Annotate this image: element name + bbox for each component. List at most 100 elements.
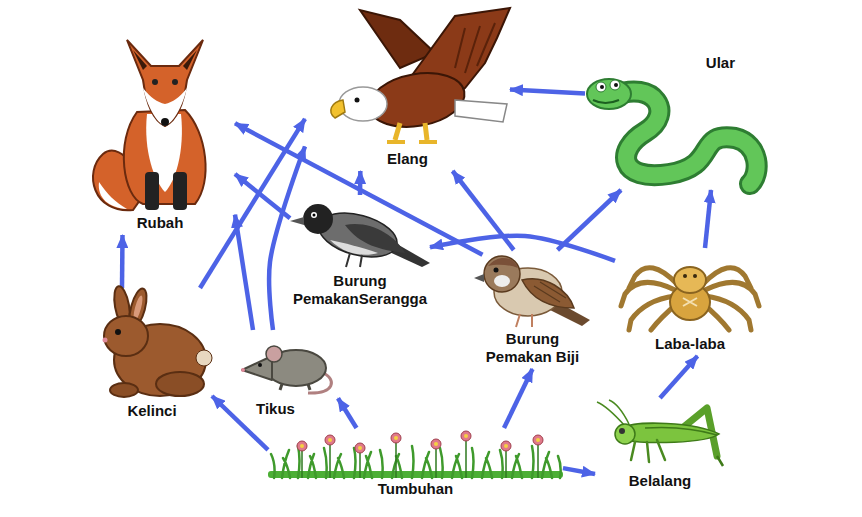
snake-picture — [600, 85, 604, 89]
snake-picture — [613, 91, 757, 184]
food-web-node: Tumbuhan — [268, 428, 563, 501]
plants-picture — [297, 441, 307, 451]
food-arrow — [235, 123, 483, 254]
food-web-node: Rubah — [85, 32, 235, 235]
food-web-node: Burung Pemakan Biji — [470, 250, 595, 369]
spider-picture — [693, 274, 697, 278]
eagle-picture — [360, 10, 435, 68]
rabbit-picture — [104, 316, 148, 356]
fox-picture — [161, 118, 169, 126]
fox-picture — [172, 79, 178, 85]
food-arrow — [705, 190, 711, 248]
rat-picture — [280, 384, 310, 390]
plants-picture — [504, 444, 508, 448]
food-arrow — [660, 356, 698, 398]
fox-picture — [173, 172, 187, 210]
rat-picture — [266, 350, 326, 386]
food-web-node: Kelinci — [92, 288, 212, 423]
fox-picture — [99, 182, 127, 209]
fox-picture — [145, 172, 159, 210]
plants-picture — [300, 434, 540, 450]
plants-picture — [355, 443, 365, 453]
food-web-node: Laba-laba — [615, 248, 765, 356]
organism-label: Belalang — [595, 470, 725, 493]
food-arrow — [235, 215, 253, 330]
fox-picture — [124, 110, 206, 204]
eagle-picture — [331, 100, 345, 118]
fox-picture — [143, 88, 187, 126]
food-web-node: Belalang — [595, 398, 725, 493]
eagle-picture — [410, 8, 510, 108]
grasshopper-picture — [717, 456, 723, 466]
spider-picture — [621, 267, 759, 330]
fox-picture — [183, 50, 197, 70]
rabbit-picture — [103, 285, 213, 397]
plants-picture — [394, 436, 398, 440]
eagle-picture — [387, 140, 437, 144]
rabbit-picture — [114, 324, 206, 396]
rabbit-picture — [112, 285, 133, 327]
plants-picture — [297, 431, 543, 453]
spider-picture — [683, 274, 687, 278]
organism-label: Ular — [585, 52, 765, 75]
plants-picture — [268, 471, 563, 478]
organism-label: Burung PemakanSerangga — [290, 270, 430, 311]
organism-label: Kelinci — [92, 400, 212, 423]
snake-picture — [587, 79, 757, 184]
fox-picture — [93, 40, 206, 210]
spider-picture — [683, 298, 697, 306]
seed-bird-picture — [546, 298, 590, 326]
fox-picture — [146, 114, 182, 192]
food-arrow — [120, 235, 125, 288]
food-arrow — [563, 468, 595, 474]
fox-picture — [93, 151, 147, 211]
grasshopper-picture — [675, 408, 717, 456]
organism-label: Laba-laba — [615, 333, 765, 356]
grasshopper-picture — [619, 428, 625, 434]
food-arrow — [430, 236, 615, 261]
plants-picture — [325, 435, 335, 445]
insect-bird-picture — [385, 240, 430, 267]
rabbit-picture — [110, 383, 138, 397]
eagle-picture — [455, 23, 495, 73]
plants-picture — [268, 431, 563, 478]
insect-bird-picture — [314, 205, 402, 264]
rat-picture — [266, 346, 282, 362]
food-arrow — [235, 174, 290, 218]
rabbit-picture — [103, 338, 108, 343]
food-arrow — [453, 171, 514, 250]
plants-picture — [461, 431, 471, 441]
seed-bird-picture — [474, 274, 484, 282]
insect-bird-picture — [346, 253, 362, 267]
organism-label: Elang — [305, 148, 510, 171]
seed-bird-picture — [534, 282, 566, 302]
plants-picture — [464, 434, 468, 438]
plants-picture — [431, 439, 441, 449]
plants-picture — [501, 441, 511, 451]
grasshopper-picture — [645, 427, 717, 435]
food-arrow — [338, 398, 357, 428]
insect-bird-picture — [345, 224, 405, 253]
insect-bird-picture — [303, 204, 333, 234]
grasshopper-picture — [597, 400, 629, 426]
grasshopper-picture — [615, 424, 635, 444]
fox-picture — [127, 40, 203, 126]
seed-bird-picture — [494, 268, 562, 316]
food-arrow — [510, 90, 585, 94]
eagle-picture — [395, 123, 427, 140]
spider-picture — [621, 268, 759, 330]
plants-picture — [358, 446, 362, 450]
connector-group — [122, 90, 711, 475]
organism-label: Tumbuhan — [268, 478, 563, 501]
seed-bird-picture — [494, 275, 510, 287]
eagle-picture — [365, 66, 469, 134]
snake-picture — [593, 100, 619, 103]
food-arrow — [558, 190, 622, 250]
rat-picture — [241, 346, 331, 393]
spider-picture — [674, 267, 706, 293]
seed-bird-picture — [522, 279, 574, 308]
seed-bird-picture — [516, 314, 532, 327]
food-arrow — [504, 369, 533, 428]
